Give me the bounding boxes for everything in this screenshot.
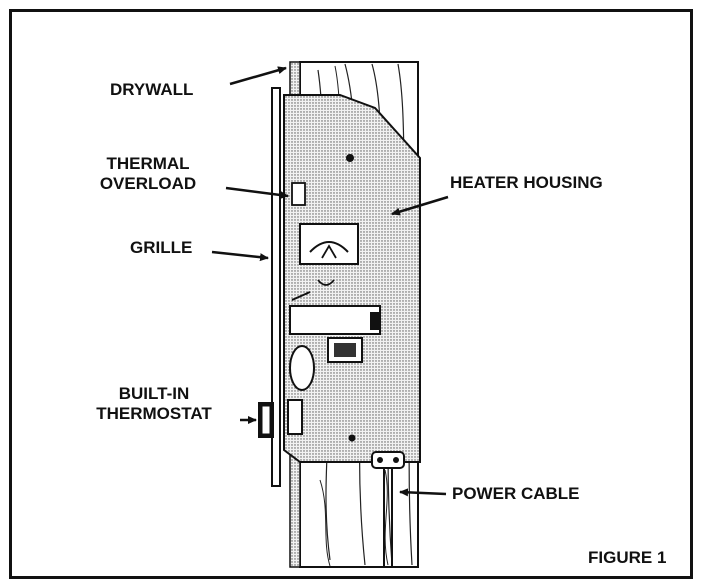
drywall-label: DRYWALL xyxy=(110,80,194,99)
thermostat-label-line1: BUILT-IN xyxy=(118,384,190,403)
thermal-overload-switch xyxy=(291,182,306,206)
thermostat-label: BUILT-IN THERMOSTAT xyxy=(70,384,238,424)
housing-bracket xyxy=(289,291,381,335)
element-display xyxy=(299,223,359,286)
heater-housing xyxy=(283,94,421,463)
thermal-overload-label: THERMAL OVERLOAD xyxy=(88,154,208,194)
heater-housing-label: HEATER HOUSING xyxy=(450,173,603,192)
power-cable-label: POWER CABLE xyxy=(452,484,580,503)
thermal-overload-label-line1: THERMAL xyxy=(106,154,190,173)
control-box xyxy=(327,337,363,363)
grille-panel xyxy=(271,87,281,487)
leader-arrows xyxy=(211,66,449,497)
capacitor xyxy=(289,345,315,391)
power-cable xyxy=(371,451,405,566)
thermostat-label-line2: THERMOSTAT xyxy=(96,404,212,423)
thermostat-knob xyxy=(258,399,303,438)
figure-caption: FIGURE 1 xyxy=(588,548,667,567)
thermal-overload-label-line2: OVERLOAD xyxy=(99,174,197,193)
grille-label: GRILLE xyxy=(130,238,193,257)
